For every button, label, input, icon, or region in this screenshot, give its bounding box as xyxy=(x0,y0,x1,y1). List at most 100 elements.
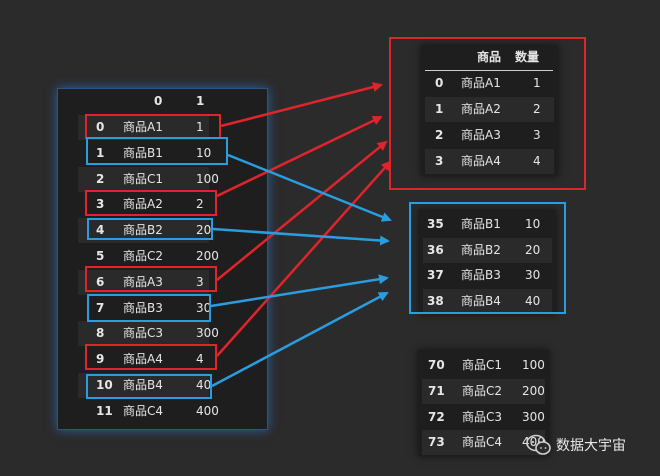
source-cell-qty: 300 xyxy=(196,326,219,341)
table-c-cell-index: 71 xyxy=(428,383,445,398)
source-cell-index: 6 xyxy=(96,274,105,289)
table-c-cell-index: 73 xyxy=(428,435,445,450)
source-cell-qty: 4 xyxy=(196,352,204,367)
arrow-a4 xyxy=(216,160,392,357)
source-cell-index: 5 xyxy=(96,249,105,263)
table-a-row: 0 商品A1 1 xyxy=(425,71,554,96)
table-a-cell-name: 商品A4 xyxy=(461,154,501,168)
table-c-cell-qty: 100 xyxy=(522,358,545,372)
arrow-a3 xyxy=(216,140,388,281)
table-c-row: 72 商品C3 300 xyxy=(422,405,545,430)
source-cell-index: 8 xyxy=(96,326,105,341)
highlight-table-a xyxy=(389,37,586,190)
source-cell-index: 2 xyxy=(96,171,105,186)
source-cell-qty: 2 xyxy=(196,197,204,212)
source-row: 5 商品C2 200 xyxy=(78,244,219,269)
table-a-cell-name: 商品A3 xyxy=(461,128,501,142)
table-c-cell-qty: 300 xyxy=(522,409,545,424)
table-b-cell-qty: 40 xyxy=(525,293,541,308)
arrow-a2 xyxy=(216,115,383,198)
source-cell-name: 商品A4 xyxy=(123,352,163,367)
table-b-row: 35 商品B1 10 xyxy=(423,212,552,237)
table-a-cell-qty: 2 xyxy=(533,102,541,116)
source-row: 3 商品A2 2 xyxy=(78,192,209,217)
source-cell-name: 商品C3 xyxy=(123,326,164,341)
table-a-cell-index: 2 xyxy=(435,128,444,142)
table-a-cell-qty: 4 xyxy=(533,154,541,168)
table-b-cell-qty: 10 xyxy=(525,217,541,231)
arrow-b2 xyxy=(212,227,390,246)
source-cell-index: 10 xyxy=(96,378,113,392)
source-cell-name: 商品C2 xyxy=(123,249,164,263)
source-cell-name: 商品A1 xyxy=(123,120,163,134)
highlight-a2 xyxy=(85,190,217,216)
table-b-cell-name: 商品B1 xyxy=(461,217,501,231)
table-a-cell-index: 3 xyxy=(435,154,444,168)
source-cell-index: 1 xyxy=(96,145,105,160)
source-cell-index: 4 xyxy=(96,223,105,238)
source-cell-name: 商品A3 xyxy=(123,274,163,289)
highlight-b1 xyxy=(86,137,228,165)
table-a-row: 3 商品A4 4 xyxy=(425,149,554,174)
table-a-cell-name: 商品A2 xyxy=(461,102,501,116)
source-cell-qty: 3 xyxy=(196,274,204,289)
table-a-header-divider xyxy=(425,70,553,71)
table-b-cell-index: 37 xyxy=(427,268,444,282)
table-b-cell-name: 商品B4 xyxy=(461,293,501,308)
table-c-cell-name: 商品C3 xyxy=(462,409,503,424)
highlight-a3 xyxy=(85,266,217,292)
source-cell-name: 商品B3 xyxy=(123,300,163,315)
highlight-table-b xyxy=(409,202,566,314)
table-c-cell-qty: 200 xyxy=(522,383,545,398)
arrow-b1 xyxy=(227,153,392,222)
table-b-cell-index: 38 xyxy=(427,293,444,308)
table-b-cell-qty: 20 xyxy=(525,242,541,257)
source-cell-qty: 20 xyxy=(196,223,212,238)
source-cell-index: 7 xyxy=(96,300,105,315)
table-a-cell-qty: 1 xyxy=(533,76,541,90)
highlight-a4 xyxy=(85,344,217,370)
table-b-cell-name: 商品B2 xyxy=(461,242,501,257)
table-b-cell-index: 36 xyxy=(427,242,444,257)
table-b-row: 38 商品B4 40 xyxy=(423,288,552,314)
table-a-header-name: 商品 xyxy=(477,50,502,64)
source-cell-qty: 400 xyxy=(196,403,219,418)
source-row: 9 商品A4 4 xyxy=(78,347,209,372)
source-cell-qty: 200 xyxy=(196,249,219,263)
source-cell-qty: 10 xyxy=(196,145,212,160)
table-b-cell-name: 商品B3 xyxy=(461,268,501,282)
source-cell-index: 11 xyxy=(96,403,113,418)
source-cell-qty: 30 xyxy=(196,300,212,315)
arrow-a1 xyxy=(220,82,383,128)
table-b-cell-index: 35 xyxy=(427,217,444,231)
table-c-cell-index: 70 xyxy=(428,358,445,372)
source-cell-name: 商品A2 xyxy=(123,197,163,212)
source-cell-name: 商品B2 xyxy=(123,223,163,238)
table-a-cell-index: 0 xyxy=(435,76,444,90)
source-cell-name: 商品C1 xyxy=(123,171,164,186)
highlight-b4 xyxy=(86,374,212,399)
source-cell-index: 3 xyxy=(96,197,105,212)
table-c-row: 71 商品C2 200 xyxy=(422,378,545,404)
source-cell-index: 9 xyxy=(96,352,105,367)
source-cell-qty: 100 xyxy=(196,171,219,186)
table-c-cell-name: 商品C1 xyxy=(462,358,503,372)
source-column-header-0: 0 xyxy=(154,94,163,108)
source-cell-index: 0 xyxy=(96,120,105,134)
source-column-header-1: 1 xyxy=(196,94,205,108)
table-c-cell-index: 72 xyxy=(428,409,445,424)
wechat-icon xyxy=(526,434,551,455)
table-a-cell-name: 商品A1 xyxy=(461,76,501,90)
table-c-cell-name: 商品C2 xyxy=(462,383,503,398)
table-c-cell-name: 商品C4 xyxy=(462,435,503,450)
highlight-b3 xyxy=(87,294,211,322)
